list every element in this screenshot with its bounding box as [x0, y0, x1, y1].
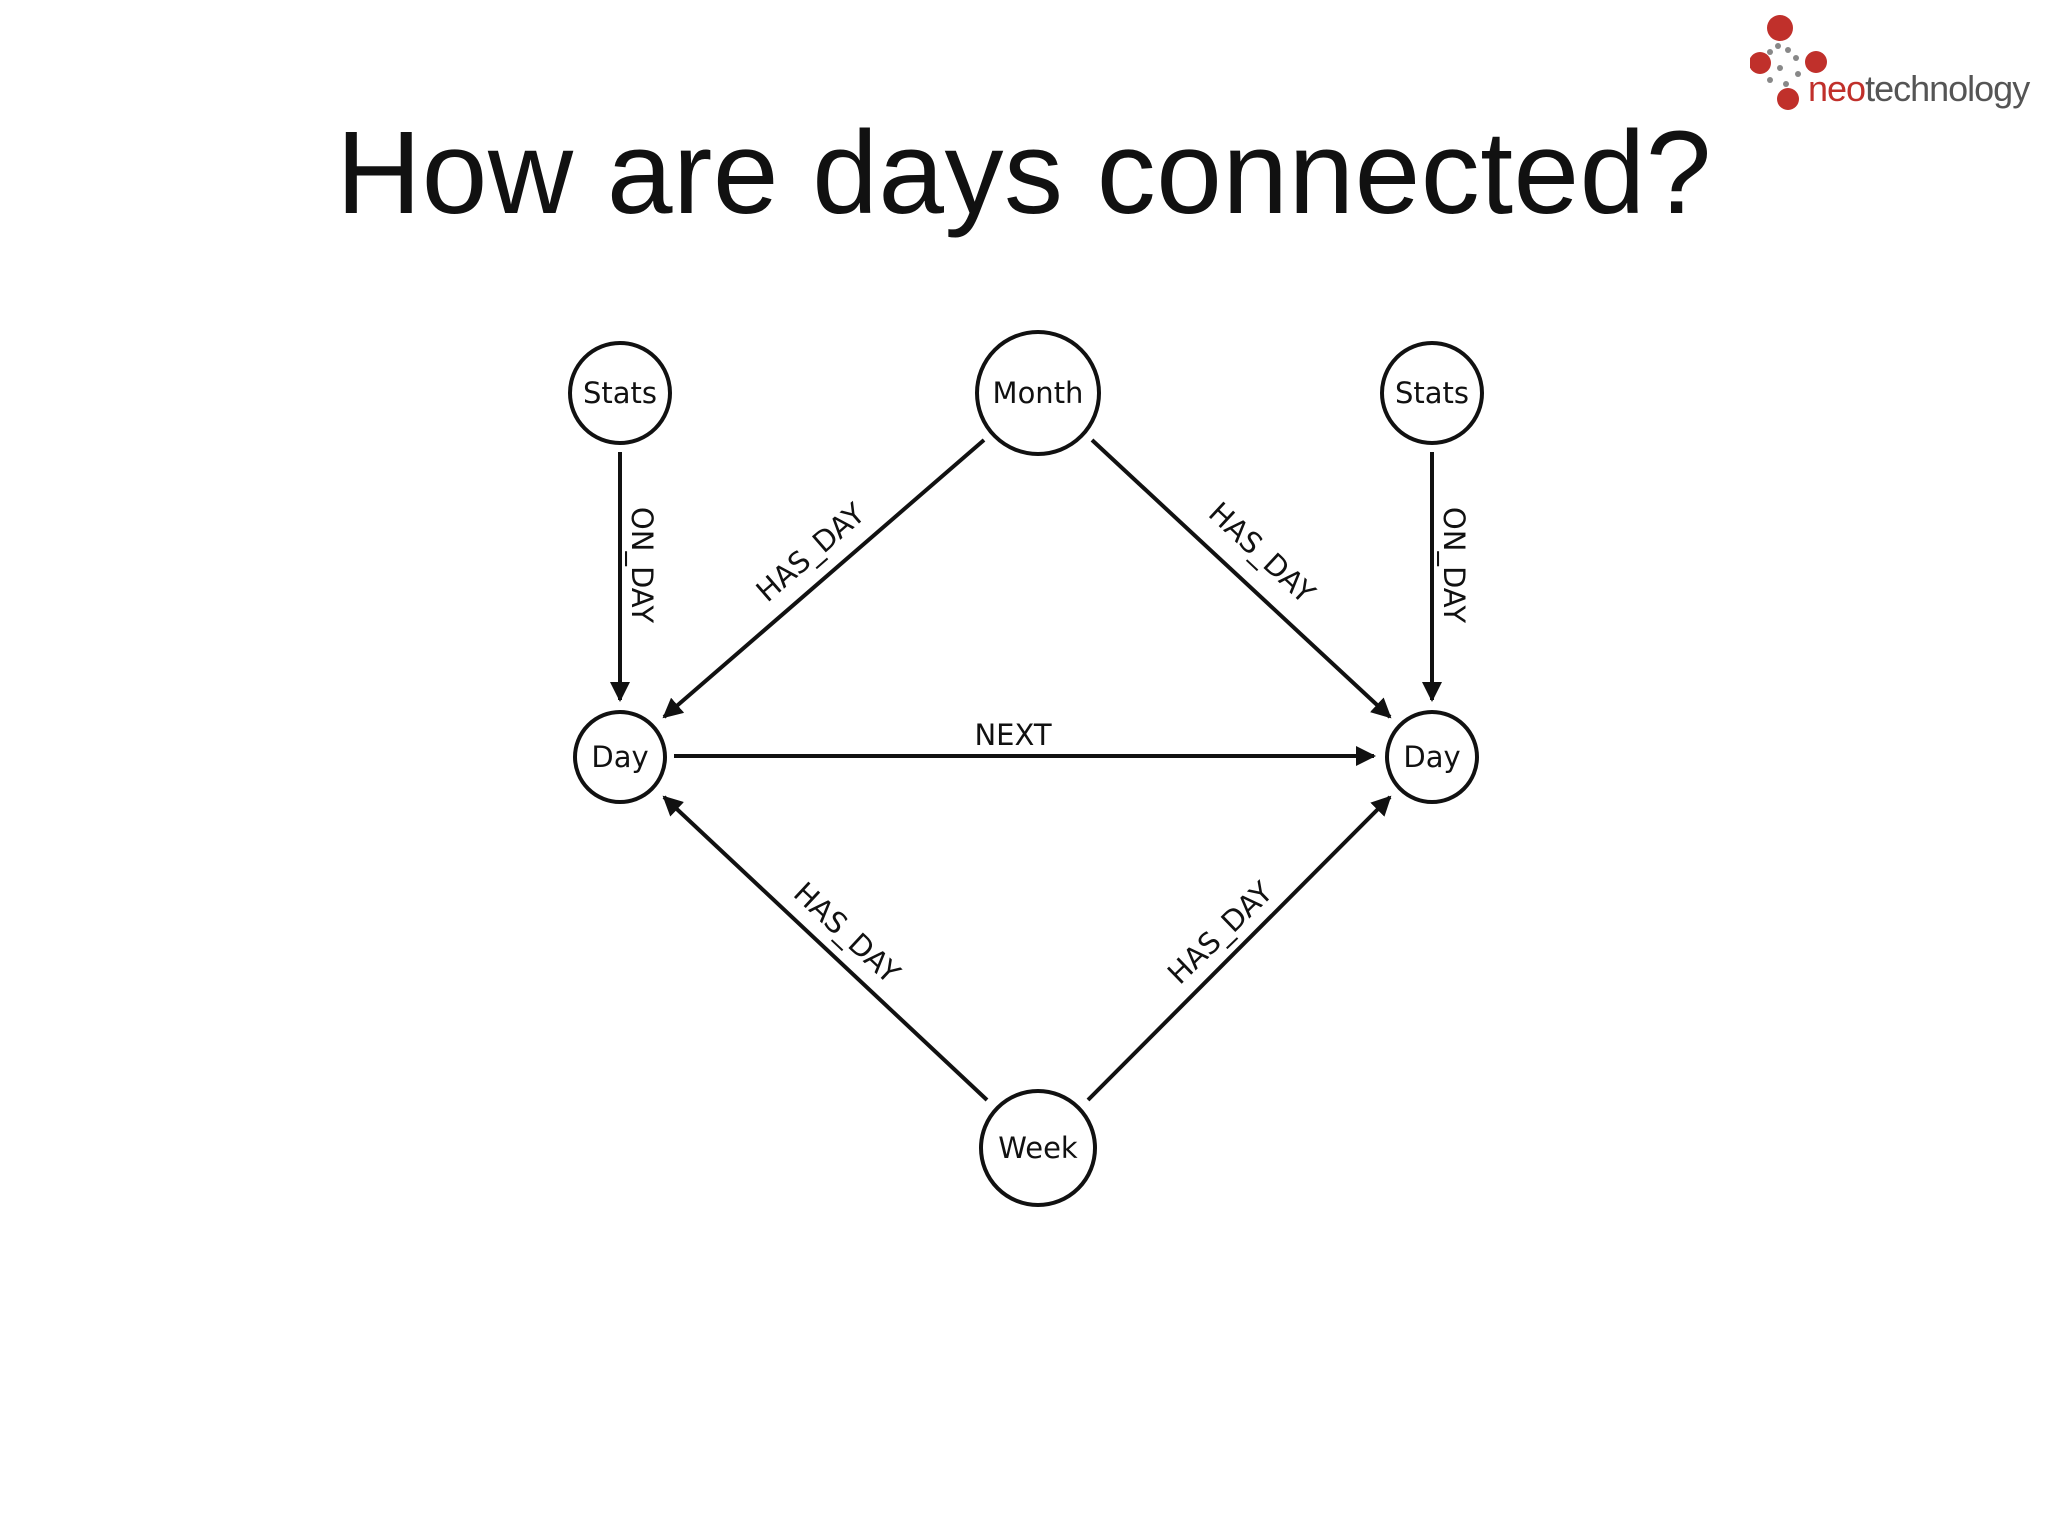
node-label-day-left: Day — [591, 740, 648, 774]
edge-month-day-left: HAS_DAY — [662, 438, 986, 719]
node-stats-left: Stats — [568, 341, 672, 445]
node-label-stats-right: Stats — [1395, 376, 1469, 410]
edge-stats-right-on-day: ON_DAY — [1422, 452, 1471, 702]
node-label-day-right: Day — [1403, 740, 1460, 774]
edge-next: NEXT — [674, 718, 1376, 766]
edge-label-has-day-month-right: HAS_DAY — [1202, 495, 1322, 610]
edge-label-on-day-left: ON_DAY — [625, 507, 659, 623]
slide-title: How are days connected? — [336, 107, 1712, 239]
node-day-left: Day — [573, 710, 667, 804]
node-day-right: Day — [1385, 710, 1479, 804]
edge-week-day-right: HAS_DAY — [1086, 795, 1392, 1102]
edge-stats-left-on-day: ON_DAY — [610, 452, 659, 702]
edge-week-day-left: HAS_DAY — [662, 795, 989, 1102]
edge-month-day-right: HAS_DAY — [1090, 438, 1392, 719]
neotechnology-logo — [1750, 15, 1827, 110]
node-label-month: Month — [993, 376, 1084, 410]
edge-label-on-day-right: ON_DAY — [1437, 507, 1471, 623]
node-label-stats-left: Stats — [583, 376, 657, 410]
edge-label-has-day-week-left: HAS_DAY — [787, 875, 907, 990]
node-label-week: Week — [998, 1131, 1078, 1165]
node-week: Week — [979, 1089, 1097, 1207]
edge-label-next: NEXT — [974, 718, 1051, 752]
node-month: Month — [975, 330, 1101, 456]
edge-label-has-day-week-right: HAS_DAY — [1161, 875, 1280, 991]
logo-wordmark: neotechnology — [1808, 68, 2030, 109]
node-stats-right: Stats — [1380, 341, 1484, 445]
